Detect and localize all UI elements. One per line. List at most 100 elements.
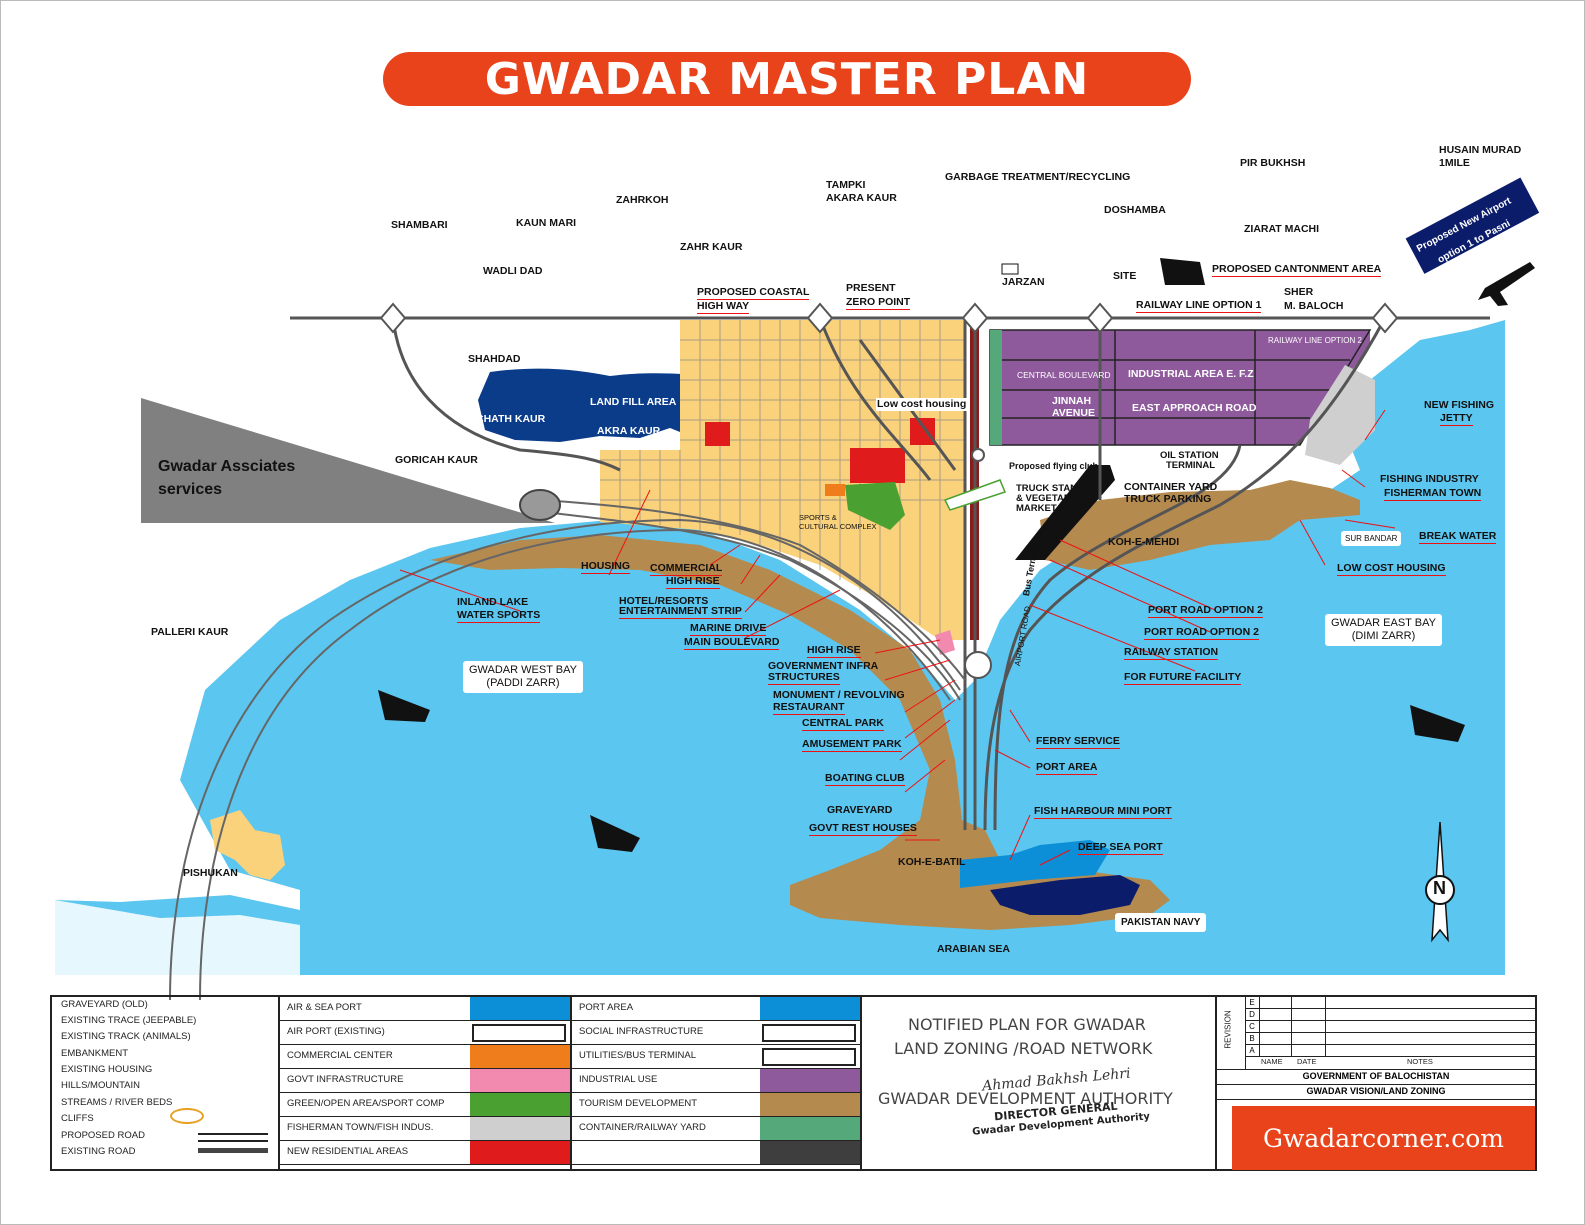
label-monument: MONUMENT / REVOLVING <box>773 689 905 701</box>
label-railway-option-2: RAILWAY LINE OPTION 2 <box>1268 336 1362 345</box>
legend-landuse-row: GOVT INFRASTRUCTURE <box>280 1069 570 1093</box>
label-high-rise: HIGH RISE <box>666 575 720 589</box>
legend-landuse-label: COMMERCIAL CENTER <box>287 1050 393 1061</box>
place-m-baloch: M. BALOCH <box>1284 300 1344 312</box>
revision-row: D <box>1245 1009 1535 1021</box>
legend-landuse-label: NEW RESIDENTIAL AREAS <box>287 1146 409 1157</box>
new-residential-block <box>910 418 935 445</box>
label-high-rise-2: HIGH RISE <box>807 644 861 658</box>
proposed-road-symbol <box>198 1133 268 1142</box>
legend-landuse-row <box>572 1141 860 1165</box>
label-entertainment: ENTERTAINMENT STRIP <box>619 605 742 619</box>
label-main-boulevard: MAIN BOULEVARD <box>684 636 780 650</box>
label-port-road-1: PORT ROAD OPTION 2 <box>1148 604 1263 618</box>
place-akara-kaur: AKARA KAUR <box>826 192 897 204</box>
legend-landuse-row: FISHERMAN TOWN/FISH INDUS. <box>280 1117 570 1141</box>
place-sher: SHER <box>1284 286 1314 298</box>
legend-landuse-swatch <box>470 1045 570 1068</box>
label-govt-rest: GOVT REST HOUSES <box>809 822 917 836</box>
legend-existing-track: EXISTING TRACK (ANIMALS) <box>61 1031 191 1042</box>
label-ferry-service: FERRY SERVICE <box>1036 735 1120 749</box>
website-text[interactable]: Gwadarcorner.com <box>1263 1123 1504 1153</box>
place-garbage: GARBAGE TREATMENT/RECYCLING <box>945 171 1131 183</box>
new-residential-block <box>850 448 905 483</box>
label-hotel: HOTEL/RESORTS <box>619 595 709 607</box>
legend-hills: HILLS/MOUNTAIN <box>61 1080 141 1091</box>
label-low-cost-housing-top: Low cost housing <box>876 398 968 411</box>
rev-notes-header: NOTES <box>1407 1057 1433 1066</box>
label-zero-point: ZERO POINT <box>846 296 911 310</box>
label-restaurant: RESTAURANT <box>773 701 845 715</box>
legend-embankment: EMBANKMENT <box>61 1048 129 1059</box>
label-west-bay: GWADAR WEST BAY (PADDI ZARR) <box>463 661 583 693</box>
legend-landuse-row: GREEN/OPEN AREA/SPORT COMP <box>280 1093 570 1117</box>
label-cultural: CULTURAL COMPLEX <box>799 522 877 531</box>
ship-icons <box>378 690 1465 852</box>
label-koh-e-mehdi: KOH-E-MEHDI <box>1108 536 1180 548</box>
label-gwadar-associates-services: services <box>158 481 223 498</box>
govt-infra <box>935 630 955 655</box>
legend-landuse-swatch <box>470 1117 570 1140</box>
commercial-block <box>825 484 845 496</box>
revision-letter: D <box>1245 1009 1260 1020</box>
legend-landuse-swatch <box>470 1093 570 1116</box>
label-cantonment: PROPOSED CANTONMENT AREA <box>1212 263 1382 277</box>
label-sur-bandar: SUR BANDAR <box>1341 531 1402 546</box>
gov-balochistan: GOVERNMENT OF BALOCHISTAN <box>1217 1069 1535 1085</box>
legend-landuse-row: COMMERCIAL CENTER <box>280 1045 570 1069</box>
label-central-park: CENTRAL PARK <box>802 717 884 731</box>
title-banner: GWADAR MASTER PLAN <box>383 52 1191 106</box>
place-shahdad: SHAHDAD <box>468 353 521 365</box>
revision-row: E <box>1245 997 1535 1009</box>
legend-landuse-swatch <box>760 1093 860 1116</box>
legend-landuse-swatch <box>762 1048 856 1066</box>
label-gwadar-associates: Gwadar Assciates <box>158 458 296 475</box>
revision-row: A <box>1245 1045 1535 1057</box>
legend-landuse-row: PORT AREA <box>572 997 860 1021</box>
legend-lines-column: GRAVEYARD (OLD) EXISTING TRACE (JEEPABLE… <box>52 997 280 1169</box>
legend-landuse-label: CONTAINER/RAILWAY YARD <box>579 1122 706 1133</box>
label-port-area: PORT AREA <box>1036 761 1098 775</box>
legend-landuse-swatch <box>472 1024 566 1042</box>
label-central-boulevard: CENTRAL BOULEVARD <box>1017 370 1111 380</box>
label-boating-club: BOATING CLUB <box>825 772 905 786</box>
place-doshamba: DOSHAMBA <box>1104 204 1166 216</box>
place-shambari: SHAMBARI <box>391 219 448 231</box>
container-yard <box>990 330 1002 445</box>
revision-letter: A <box>1245 1045 1260 1056</box>
legend-landuse-swatch <box>762 1024 856 1042</box>
legend-landuse-row: AIR & SEA PORT <box>280 997 570 1021</box>
place-site: SITE <box>1113 270 1137 282</box>
north-label: N <box>1433 878 1446 898</box>
place-husain-murad: HUSAIN MURAD <box>1439 144 1522 156</box>
legend-landuse-swatch <box>760 1117 860 1140</box>
label-inland-lake: INLAND LAKE <box>457 596 529 608</box>
website-banner[interactable]: Gwadarcorner.com <box>1232 1106 1535 1170</box>
label-break-water: BREAK WATER <box>1419 530 1497 544</box>
label-east-bay: GWADAR EAST BAY (DIMI ZARR) <box>1325 614 1442 646</box>
legend-proposed-road: PROPOSED ROAD <box>61 1130 145 1141</box>
east-bay-local: (DIMI ZARR) <box>1351 630 1416 642</box>
peninsula-sand <box>430 535 1170 930</box>
legend-landuse-label: PORT AREA <box>579 1002 634 1013</box>
legend-landuse-label: GREEN/OPEN AREA/SPORT COMP <box>287 1098 445 1109</box>
label-high-way: HIGH WAY <box>697 300 750 314</box>
legend-landuse-row: TOURISM DEVELOPMENT <box>572 1093 860 1117</box>
legend-landuse-swatch <box>470 1141 570 1164</box>
label-present: PRESENT <box>846 282 896 294</box>
legend-existing-housing: EXISTING HOUSING <box>61 1064 153 1075</box>
label-fish-harbour: FISH HARBOUR MINI PORT <box>1034 805 1172 819</box>
container-terminal <box>1015 465 1115 560</box>
legend-landuse-label: AIR & SEA PORT <box>287 1002 362 1013</box>
legend-landuse-row: UTILITIES/BUS TERMINAL <box>572 1045 860 1069</box>
revision-label: REVISION <box>1223 1010 1233 1049</box>
label-railway-station: RAILWAY STATION <box>1124 646 1219 660</box>
industrial-area <box>990 330 1370 445</box>
label-market: MARKET <box>1016 503 1057 514</box>
label-industrial-area: INDUSTRIAL AREA E. F.Z <box>1128 368 1254 380</box>
east-bay-name: GWADAR EAST BAY <box>1331 617 1436 629</box>
legend-landuse-swatch <box>760 997 860 1020</box>
